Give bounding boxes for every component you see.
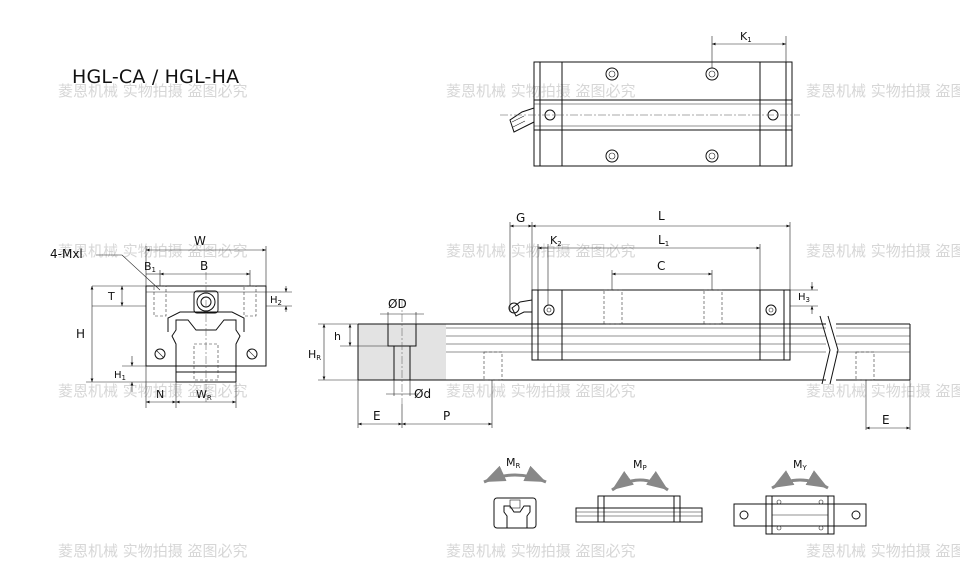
watermark-7: 菱恩机械 实物拍摄 盗图必究 <box>58 382 248 400</box>
label-Od: Ød <box>414 387 431 401</box>
label-HR: HR <box>308 348 321 362</box>
label-H1: H1 <box>114 370 126 382</box>
top-view <box>500 36 800 167</box>
label-T: T <box>107 290 115 303</box>
label-N: N <box>156 388 164 401</box>
diagram-title: HGL-CA / HGL-HA <box>72 66 240 88</box>
label-WR: WR <box>196 388 212 402</box>
side-view <box>318 222 911 430</box>
label-L1: L1 <box>658 233 669 248</box>
label-L: L <box>658 209 665 223</box>
label-H2: H2 <box>270 295 282 307</box>
label-E-right: E <box>882 413 890 427</box>
label-OD: ØD <box>388 297 407 311</box>
label-h: h <box>334 330 341 343</box>
watermark-6: 菱恩机械 实物拍摄 盗图必究 <box>806 242 960 260</box>
label-G: G <box>516 211 525 225</box>
label-W: W <box>194 234 206 248</box>
moment-MR-icon <box>483 465 547 529</box>
label-B: B <box>200 259 208 273</box>
label-H3: H3 <box>798 292 810 304</box>
watermark-9: 菱恩机械 实物拍摄 盗图必究 <box>806 382 960 400</box>
moment-MY-icon <box>733 470 867 535</box>
watermark-5: 菱恩机械 实物拍摄 盗图必究 <box>446 242 636 260</box>
watermark-8: 菱恩机械 实物拍摄 盗图必究 <box>446 382 636 400</box>
label-P: P <box>443 409 450 423</box>
label-K1: K1 <box>740 30 752 44</box>
front-view <box>86 246 292 408</box>
label-K2: K2 <box>550 234 562 248</box>
watermark-2: 菱恩机械 实物拍摄 盗图必究 <box>446 82 636 100</box>
watermark-3: 菱恩机械 实物拍摄 盗图必究 <box>806 82 960 100</box>
label-MY: MY <box>793 458 808 472</box>
watermark-10: 菱恩机械 实物拍摄 盗图必究 <box>58 542 248 560</box>
watermark-1: 菱恩机械 实物拍摄 盗图必究 <box>58 82 248 100</box>
label-4-Mxl: 4-Mxl <box>50 247 83 261</box>
label-MP: MP <box>633 458 647 472</box>
label-E-left: E <box>373 409 381 423</box>
label-B1: B1 <box>144 260 156 274</box>
label-H: H <box>76 327 85 341</box>
label-MR: MR <box>506 456 521 470</box>
watermark-12: 菱恩机械 实物拍摄 盗图必究 <box>806 542 960 560</box>
watermark-11: 菱恩机械 实物拍摄 盗图必究 <box>446 542 636 560</box>
moment-MP-icon <box>575 470 703 523</box>
label-C: C <box>657 259 665 273</box>
